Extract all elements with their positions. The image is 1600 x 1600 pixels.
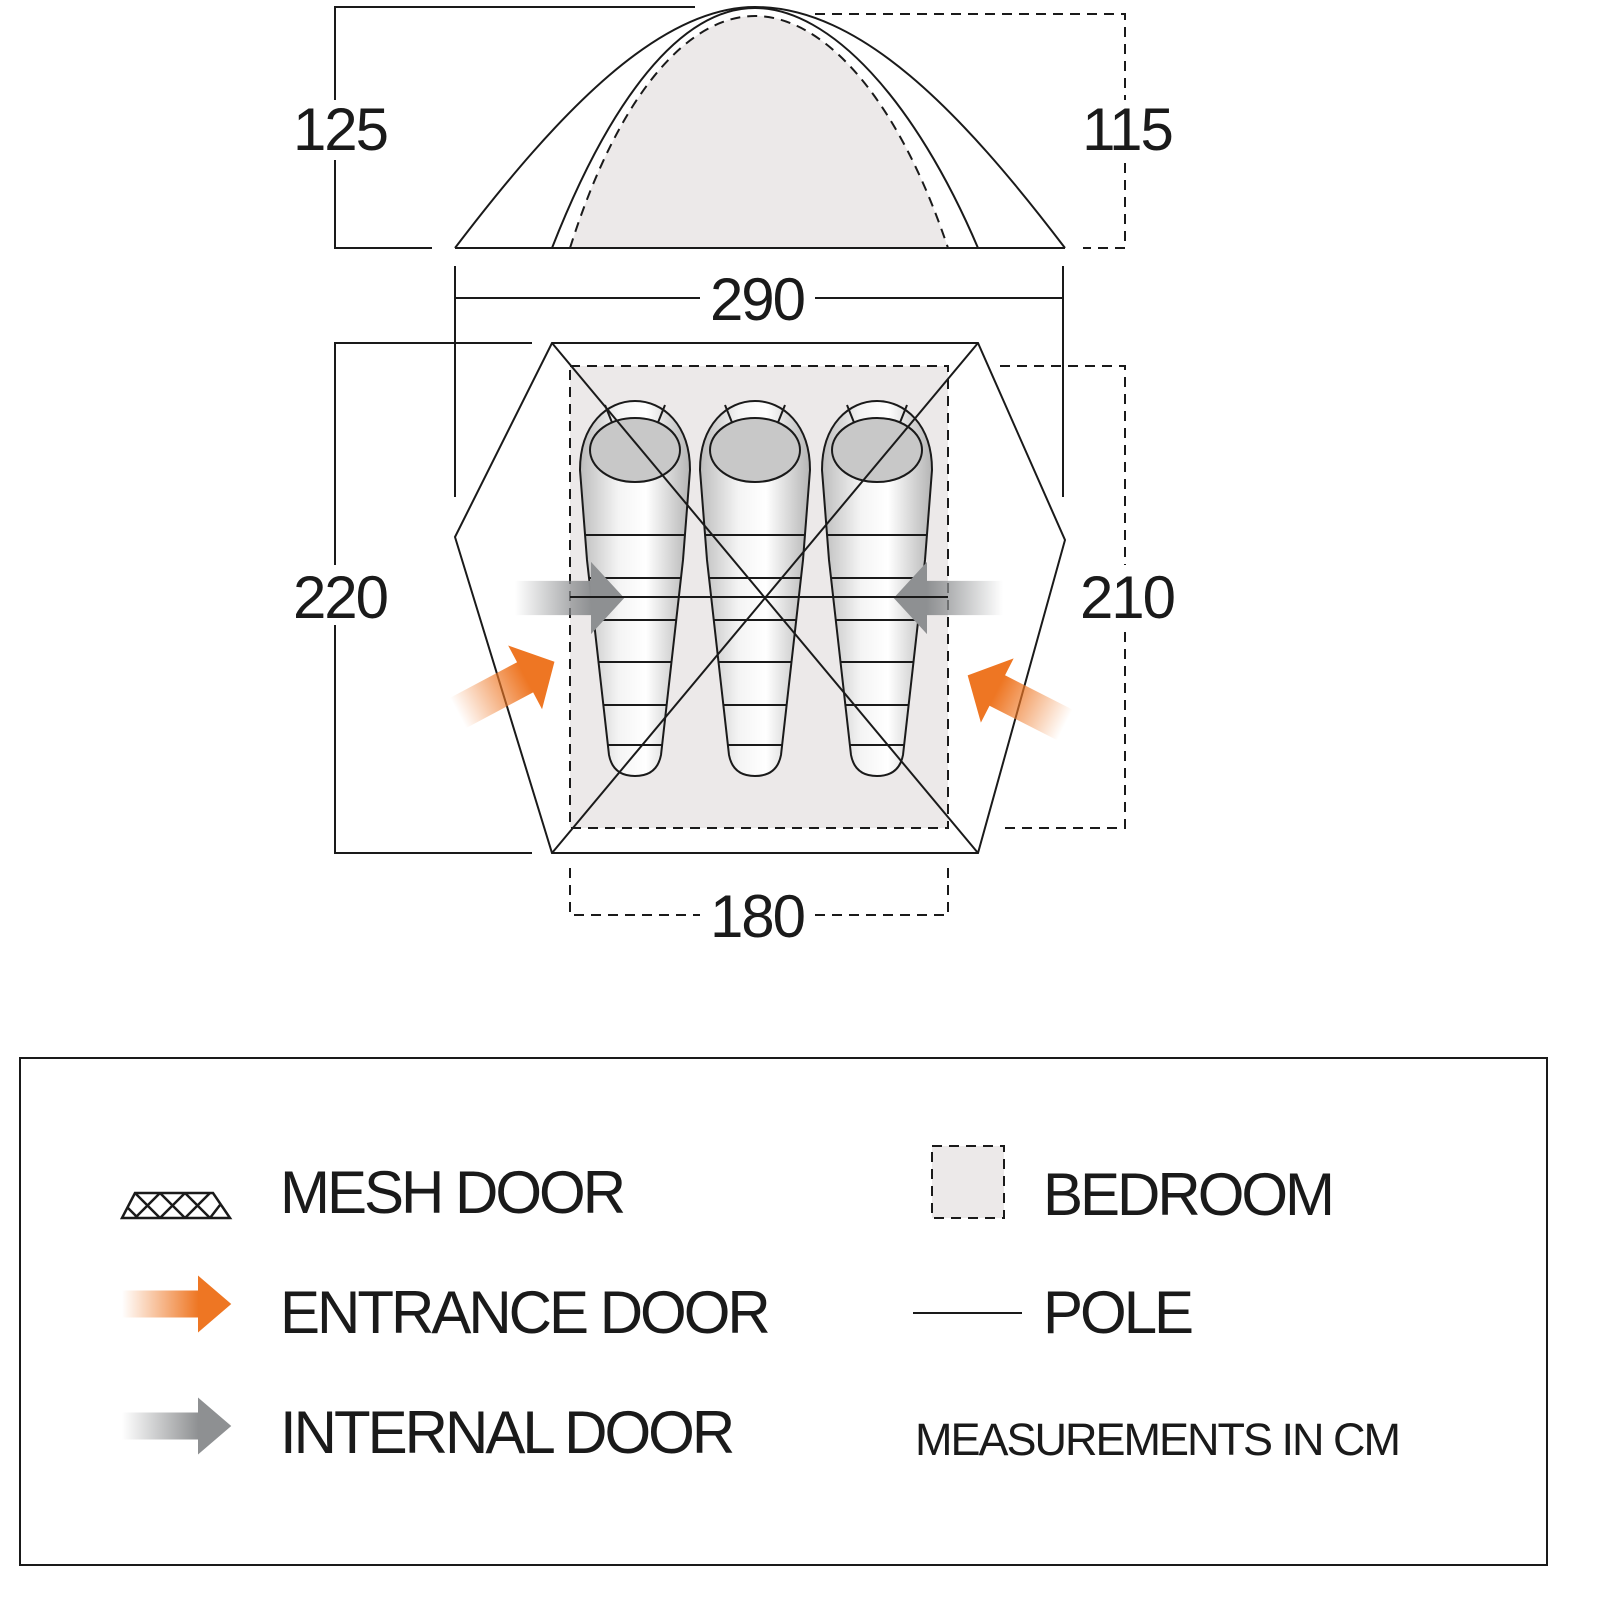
- legend-internal-door: INTERNAL DOOR: [280, 1399, 733, 1466]
- bedroom-icon: [931, 1145, 1005, 1219]
- sleeping-bag: [698, 400, 812, 778]
- entrance-door-arrow-right: [951, 643, 1082, 758]
- dim-label-210: 210: [1080, 564, 1175, 631]
- floor-plan: 220 210 180: [290, 342, 1178, 950]
- sleeping-bags: [578, 400, 934, 778]
- sleeping-bag: [820, 400, 934, 778]
- legend-pole: POLE: [1043, 1279, 1192, 1346]
- inner-tent-profile: [568, 14, 950, 249]
- dim-line-210: [1000, 365, 1126, 829]
- legend-bedroom: BEDROOM: [1043, 1161, 1332, 1228]
- side-elevation: 125 115: [290, 5, 1178, 249]
- legend: MESH DOOR ENTRANCE DOOR INTERNAL DOOR BE…: [19, 1057, 1548, 1566]
- dim-label-180: 180: [710, 883, 805, 950]
- legend-box: [19, 1057, 1548, 1566]
- dim-label-125: 125: [293, 96, 387, 163]
- dim-label-220: 220: [293, 564, 388, 631]
- dim-290: 290: [454, 266, 1064, 497]
- dim-label-115: 115: [1082, 96, 1172, 163]
- dim-label-290: 290: [710, 266, 805, 333]
- sleeping-bag: [578, 400, 692, 778]
- legend-measurements-note: MEASUREMENTS IN CM: [915, 1414, 1399, 1465]
- entrance-door-arrow-left: [441, 629, 572, 745]
- entrance-arrow-icon: [122, 1275, 232, 1333]
- mesh-door-icon: [119, 1191, 233, 1220]
- flysheet-profile: [454, 5, 1066, 249]
- legend-entrance-door: ENTRANCE DOOR: [280, 1279, 768, 1346]
- internal-arrow-icon: [122, 1397, 232, 1455]
- pole-arc: [551, 6, 979, 249]
- legend-mesh-door: MESH DOOR: [280, 1159, 624, 1226]
